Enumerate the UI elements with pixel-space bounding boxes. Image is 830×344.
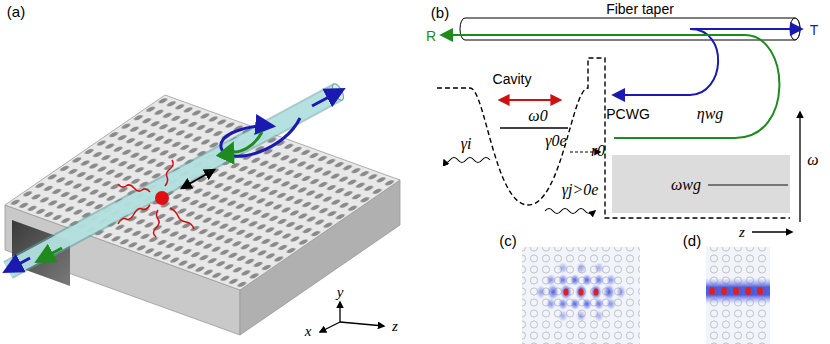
- waveguide-mode-map: [706, 247, 770, 344]
- panel-label: (c): [499, 233, 517, 248]
- axis-label: x: [305, 324, 312, 339]
- part-label: Cavity: [493, 72, 532, 86]
- cavity-mode-map: [522, 247, 640, 344]
- symbol-label: γi: [461, 136, 472, 152]
- symbol-label: ηwg: [697, 106, 724, 122]
- port-label: R: [426, 29, 436, 43]
- panel-label: (a): [7, 4, 25, 19]
- panel-label: (b): [431, 5, 449, 20]
- symbol-label: r0: [591, 143, 605, 159]
- coupling-schematic: [437, 18, 801, 232]
- panel-label: (d): [683, 233, 701, 248]
- symbol-label: ωwg: [671, 177, 701, 193]
- axis-label: ω: [807, 152, 818, 168]
- axis-label: y: [337, 285, 344, 300]
- axis-label: z: [739, 225, 745, 240]
- symbol-label: γ0e: [545, 133, 566, 149]
- symbol-label: γj>0e: [562, 182, 599, 198]
- slab-illustration: [5, 82, 400, 335]
- port-label: T: [810, 23, 819, 37]
- part-label: Fiber taper: [606, 2, 674, 16]
- axis-label: z: [392, 319, 398, 334]
- part-label: PCWG: [606, 107, 650, 121]
- symbol-label: ω0: [528, 108, 547, 124]
